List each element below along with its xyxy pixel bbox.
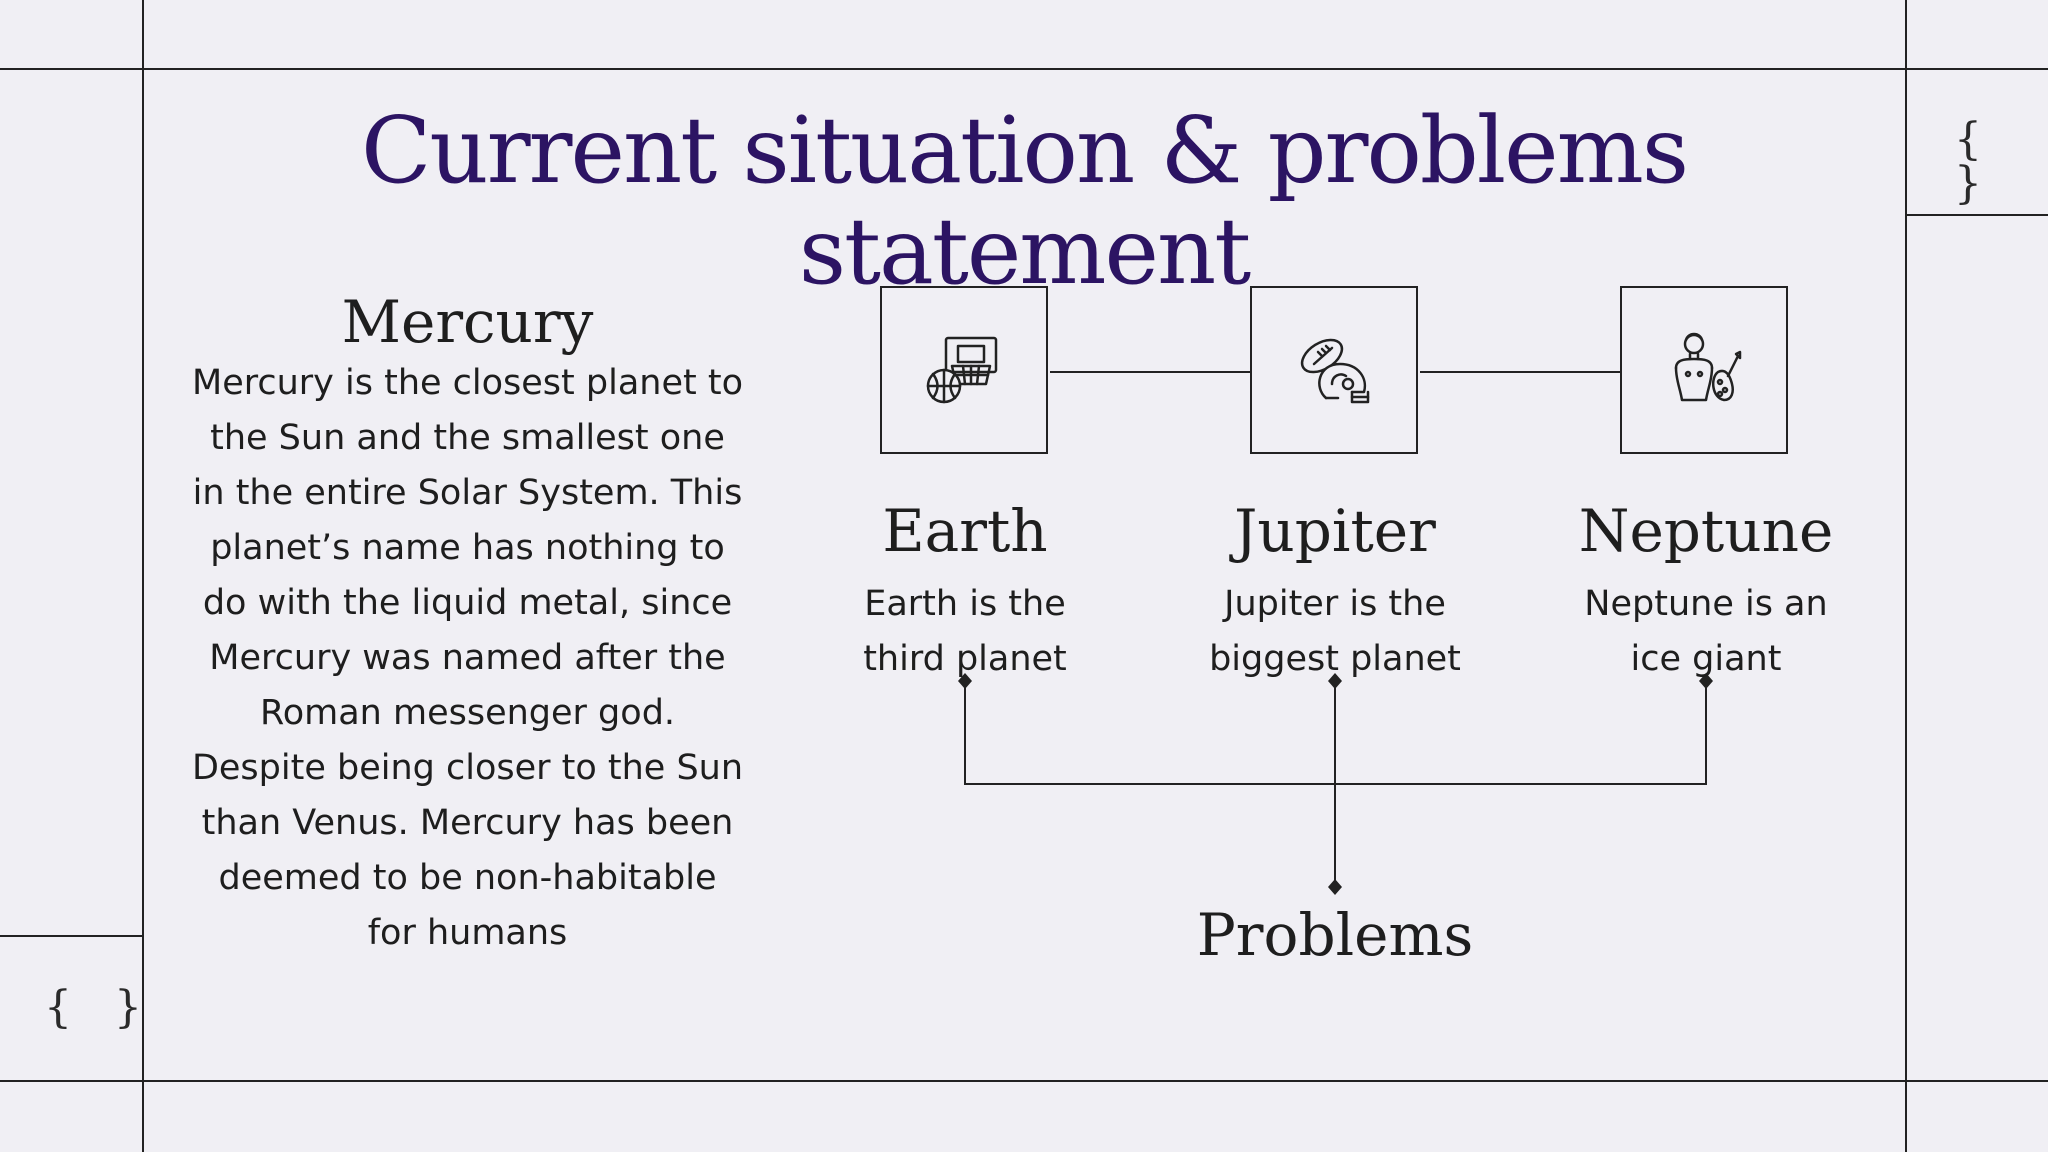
frame-line-right (1905, 0, 1907, 1152)
earth-title: Earth (882, 497, 1048, 565)
frame-line-right-cell (1905, 214, 2048, 216)
neptune-title: Neptune (1578, 497, 1834, 565)
earth-description-line-1: Earth is the (864, 584, 1066, 624)
brace-top-right: { } (1954, 114, 1996, 209)
frame-line-left-cell (0, 935, 143, 937)
mercury-description: Mercury is the closest planet to the Sun… (191, 363, 744, 953)
page-title: Current situation & problems statement (360, 97, 1689, 306)
sculpture-palette-icon (1674, 332, 1742, 402)
diamond-jupiter (1328, 673, 1342, 689)
problems-label: Problems (1196, 901, 1474, 969)
basketball-hoop-icon (926, 336, 998, 404)
earth-description: Earth is the third planet (815, 577, 1115, 687)
mercury-heading: Mercury (341, 288, 594, 356)
jupiter-description-line-1: Jupiter is the (1224, 584, 1446, 624)
neptune-description-line-1: Neptune is an (1584, 584, 1828, 624)
brace-bottom-left: { } (44, 982, 156, 1033)
mercury-block: Mercury Mercury is the closest planet to… (190, 288, 745, 961)
frame-line-left (142, 0, 144, 1152)
football-helmet-icon (1300, 338, 1370, 404)
neptune-description-line-2: ice giant (1630, 639, 1782, 679)
earth-icon-box (880, 286, 1048, 454)
neptune-icon-box (1620, 286, 1788, 454)
jupiter-description-line-2: biggest planet (1209, 639, 1461, 679)
jupiter-icon-box (1250, 286, 1418, 454)
diamond-problems (1328, 879, 1342, 895)
frame-line-top (0, 68, 2048, 70)
earth-description-line-2: third planet (863, 639, 1067, 679)
diamond-neptune (1699, 673, 1713, 689)
frame-line-bottom (0, 1080, 2048, 1082)
diamond-earth (958, 673, 972, 689)
jupiter-description: Jupiter is the biggest planet (1185, 577, 1485, 687)
jupiter-title: Jupiter (1234, 497, 1436, 565)
neptune-description: Neptune is an ice giant (1556, 577, 1856, 687)
